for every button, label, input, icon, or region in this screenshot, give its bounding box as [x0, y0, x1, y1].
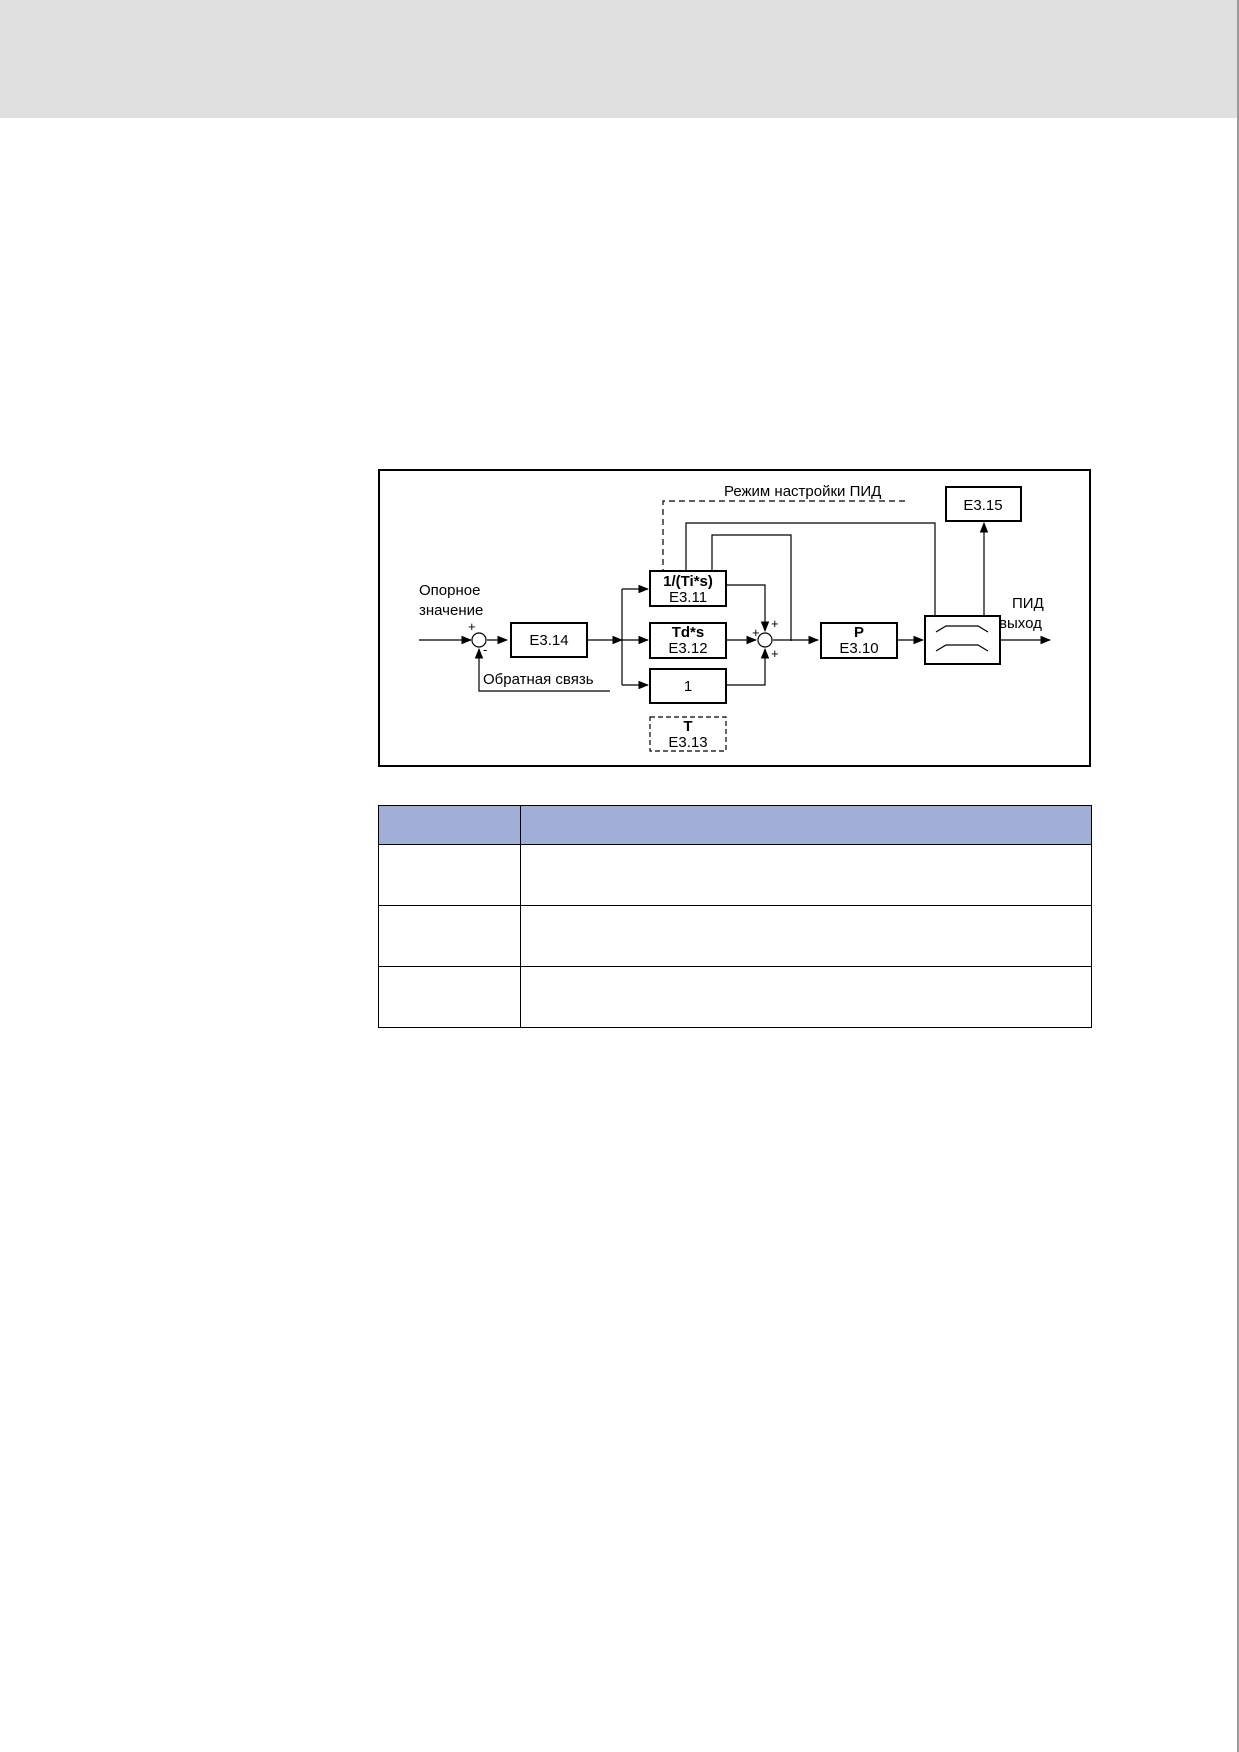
- table-header-cell: [520, 805, 1092, 845]
- sample-time-title: T: [683, 718, 692, 735]
- sum-to-integral-link: [707, 534, 792, 641]
- pid-block-diagram: Режим настройки ПИД E3.15 Опорное значен…: [378, 469, 1091, 767]
- gain-block: [820, 622, 898, 659]
- page-edge-rule: [1237, 0, 1239, 1752]
- feedback-label: Обратная связь: [483, 671, 594, 688]
- limiter-upper-symbol: [935, 625, 989, 633]
- e314-block-param: E3.14: [529, 632, 568, 649]
- gain-block-param: E3.10: [839, 640, 878, 657]
- sample-time-param: E3.13: [668, 734, 707, 751]
- table-cell: [520, 905, 1092, 967]
- proportional-unit-value: 1: [684, 678, 692, 695]
- derivative-block: [649, 622, 727, 659]
- feedback-path: [474, 647, 610, 692]
- pid-summing-junction: [757, 632, 773, 648]
- output-label-line1: ПИД: [1012, 595, 1044, 612]
- table-cell: [520, 844, 1092, 906]
- pid-diagram-canvas: Режим настройки ПИД E3.15 Опорное значен…: [419, 483, 1052, 752]
- integral-block-title: 1/(Ti*s): [663, 573, 713, 590]
- limiter-to-integral-link: [681, 522, 936, 615]
- pid-sum-plus-top: +: [771, 616, 779, 631]
- table-cell: [520, 966, 1092, 1028]
- table-cell: [378, 844, 521, 906]
- proportional-unit-block: [649, 668, 727, 704]
- limiter-lower-symbol: [935, 644, 989, 652]
- output-limiter-block: [924, 615, 1001, 665]
- autotune-mode-label: Режим настройки ПИД: [724, 483, 881, 500]
- parameter-table: [378, 805, 1092, 1028]
- reference-label-line2: значение: [419, 602, 483, 619]
- integral-block-param: E3.11: [669, 589, 707, 606]
- table-header-row: [378, 805, 1092, 845]
- error-summing-junction: [471, 632, 487, 648]
- sample-time-block: [649, 716, 727, 752]
- table-row: [378, 966, 1092, 1028]
- error-sum-plus-sign: +: [468, 619, 476, 634]
- pid-sum-plus-bottom: +: [771, 646, 779, 661]
- autotune-block: [945, 486, 1022, 522]
- table-cell: [378, 905, 521, 967]
- table-row: [378, 844, 1092, 906]
- autotune-block-param: E3.15: [963, 497, 1002, 514]
- page-header-band: [0, 0, 1237, 118]
- e314-block: [510, 622, 588, 658]
- derivative-block-param: E3.12: [668, 640, 707, 657]
- derivative-block-title: Td*s: [672, 624, 705, 641]
- unit-to-sum-arrow: [726, 647, 770, 686]
- autotune-mode-dashed-line: [658, 500, 905, 587]
- table-header-cell: [378, 805, 521, 845]
- reference-label-line1: Опорное: [419, 582, 480, 599]
- table-row: [378, 905, 1092, 967]
- error-sum-minus-sign: -: [483, 642, 487, 657]
- pid-sum-plus-left: +: [752, 625, 760, 640]
- table-cell: [378, 966, 521, 1028]
- integral-block: [649, 570, 727, 607]
- gain-block-title: P: [854, 624, 864, 641]
- integral-to-sum-arrow: [726, 584, 770, 633]
- output-label-line2: выход: [999, 615, 1042, 632]
